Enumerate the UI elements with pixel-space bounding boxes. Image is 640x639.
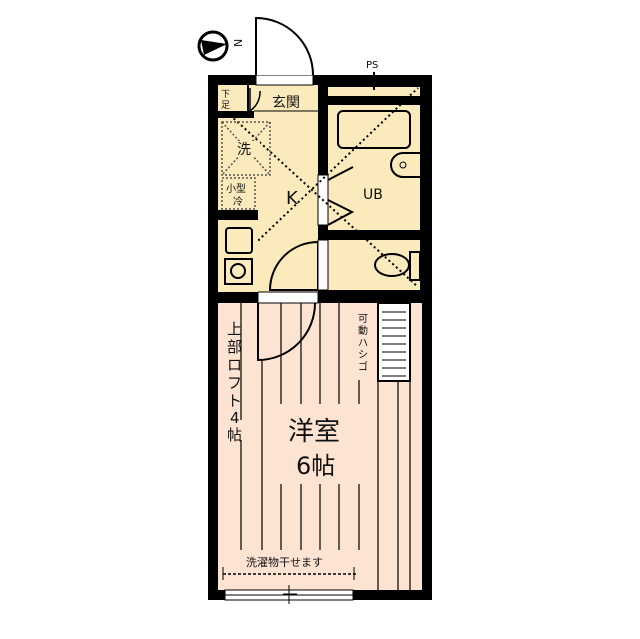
ps-strip xyxy=(328,87,420,96)
loft-char: 上 xyxy=(227,320,242,338)
ladder-label: 可 動 ハ シ ゴ xyxy=(358,314,368,373)
loft-label: 上 部 ロ フ ト 4 帖 xyxy=(227,320,242,444)
fridge-label-2: 冷 xyxy=(233,195,243,208)
fridge-label-1: 小型 xyxy=(226,182,246,195)
loft-char: ロ xyxy=(227,356,242,374)
entry-door[interactable] xyxy=(255,16,314,76)
room-name: 洋室 xyxy=(288,417,340,447)
ladder-char: ゴ xyxy=(358,360,368,373)
loft-char: 4 xyxy=(230,409,240,427)
loft-char: 帖 xyxy=(227,426,242,444)
ps-label: PS xyxy=(366,60,378,71)
loft-char: フ xyxy=(227,374,242,392)
kitchen-label: K xyxy=(286,188,299,209)
room-size: 6帖 xyxy=(296,452,335,480)
washer-space xyxy=(221,121,271,210)
shoe-box-label-2: 足 xyxy=(221,100,230,111)
bath-label: UB xyxy=(363,187,383,203)
entry-opening[interactable] xyxy=(255,74,314,86)
room-door[interactable] xyxy=(257,302,316,362)
washer-label: 洗 xyxy=(237,142,251,158)
toilet-door-opening[interactable] xyxy=(317,239,329,291)
room-door-opening[interactable] xyxy=(257,291,319,304)
bath-floor xyxy=(328,105,420,230)
ladder-char: 可 xyxy=(358,314,368,325)
ladder-char: シ xyxy=(358,350,368,361)
genkan-label: 玄関 xyxy=(272,94,300,111)
ladder-char: 動 xyxy=(358,324,368,337)
sink xyxy=(225,227,253,254)
ladder xyxy=(377,302,411,382)
loft-char: ト xyxy=(227,392,242,410)
sink-wall xyxy=(218,210,258,220)
shoe-door[interactable] xyxy=(249,88,261,113)
compass-label: N xyxy=(232,39,245,47)
stove xyxy=(224,258,253,285)
loft-char: 部 xyxy=(227,338,242,356)
fridge-space xyxy=(221,177,256,210)
shoe-box-label-1: 下 xyxy=(221,90,230,100)
north-arrow-icon xyxy=(197,30,229,62)
basin xyxy=(390,152,420,178)
genkan-floor xyxy=(254,85,318,118)
bathtub xyxy=(337,110,411,149)
ladder-char: ハ xyxy=(358,338,368,349)
bath-door[interactable] xyxy=(327,166,354,181)
laundry-label: 洗濯物干せます xyxy=(246,555,323,569)
